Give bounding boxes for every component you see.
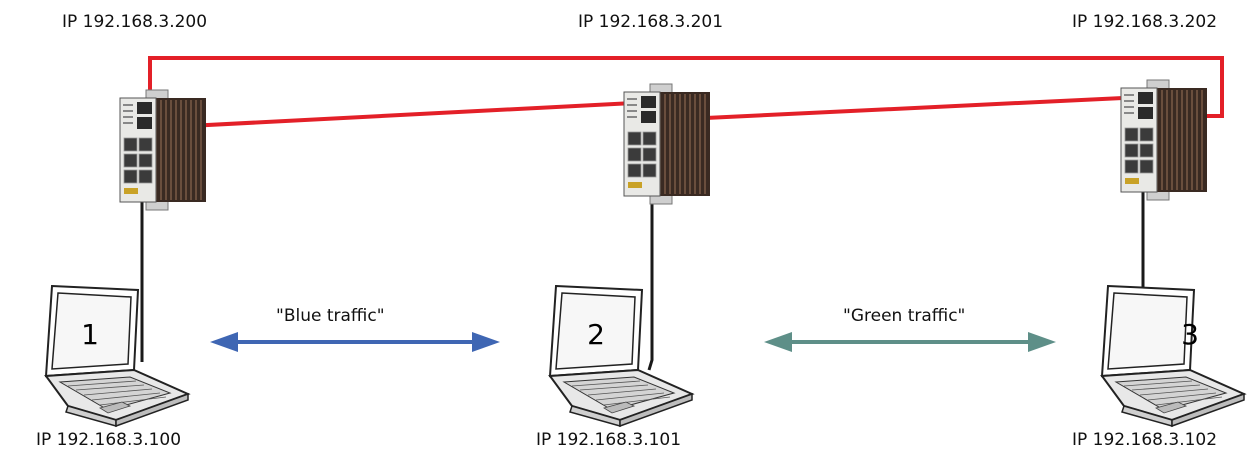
- green-traffic-arrow: [764, 332, 1056, 352]
- switch-1: [119, 89, 207, 211]
- laptop-2-number: 2: [587, 318, 605, 351]
- green-traffic-label: "Green traffic": [843, 306, 966, 326]
- laptop-3: 3: [1101, 285, 1245, 427]
- switch-3-ip-label: IP 192.168.3.202: [1072, 12, 1218, 32]
- laptop-3-number: 3: [1181, 318, 1199, 351]
- laptop-1-number: 1: [81, 318, 99, 351]
- switch-3: [1120, 79, 1208, 201]
- laptop-1-ip-label: IP 192.168.3.100: [36, 430, 182, 450]
- blue-traffic-label: "Blue traffic": [276, 306, 385, 326]
- switch-1-ip-label: IP 192.168.3.200: [62, 12, 208, 32]
- laptop-2-ip-label: IP 192.168.3.101: [536, 430, 682, 450]
- switch-2-ip-label: IP 192.168.3.201: [578, 12, 724, 32]
- laptop-2: 2: [549, 285, 693, 427]
- switch-2: [623, 83, 711, 205]
- blue-traffic-arrow: [210, 332, 500, 352]
- laptop-1: 1: [45, 285, 189, 427]
- laptop-3-ip-label: IP 192.168.3.102: [1072, 430, 1218, 450]
